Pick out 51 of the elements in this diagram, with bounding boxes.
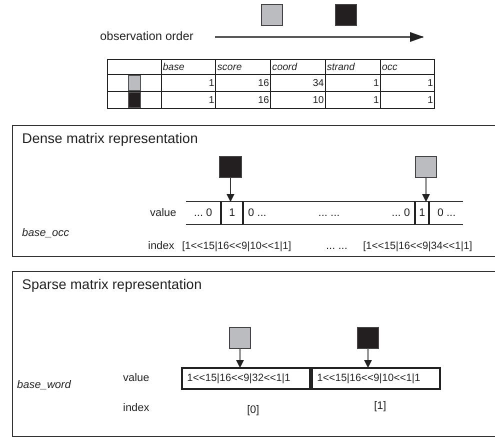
table-value: 1	[161, 74, 216, 92]
square-marker	[335, 4, 357, 26]
table-value: 16	[216, 92, 271, 108]
column-header: occ	[380, 60, 434, 74]
array-cell: 1<<15|16<<9|10<<1|1	[311, 367, 441, 390]
variable-name: base_word	[17, 379, 71, 392]
row-label: value	[150, 207, 176, 220]
arrow	[236, 348, 244, 368]
index-text: [0]	[247, 404, 260, 417]
column-header: base	[161, 60, 216, 74]
panel-title: Sparse matrix representation	[22, 276, 202, 292]
panel	[12, 271, 495, 437]
table-value: 1	[380, 74, 434, 92]
panel-title: Dense matrix representation	[22, 130, 198, 146]
row-label: value	[123, 372, 150, 385]
arrow	[364, 348, 372, 368]
array-cell: 1<<15|16<<9|32<<1|1	[181, 367, 311, 390]
square-marker	[357, 327, 379, 349]
cell-text: ... ...	[318, 207, 340, 219]
table-value: 1	[161, 92, 216, 108]
index-text: [1<<15|16<<9|10<<1|1]	[182, 240, 292, 253]
row-label: index	[148, 240, 174, 253]
arrow	[226, 178, 234, 202]
array-cell	[242, 201, 414, 225]
array-cell: 1	[220, 201, 242, 225]
cell-text: ... 0	[392, 207, 410, 219]
cell-text: 0 ...	[248, 207, 266, 219]
column-header: score	[216, 60, 271, 74]
table-value: 1	[325, 74, 380, 92]
array-cell: 0 ...	[428, 201, 463, 225]
array-cell: 1	[414, 201, 428, 225]
table-value: 1	[325, 92, 380, 108]
variable-name: base_occ	[22, 227, 70, 240]
column-header: strand	[325, 60, 380, 74]
table-value: 34	[270, 74, 326, 92]
square-marker	[229, 327, 251, 349]
square-marker	[261, 4, 283, 26]
table-value: 1	[380, 92, 434, 108]
array-cell: ... 0	[186, 201, 220, 225]
row-label: index	[123, 402, 150, 415]
square-marker	[219, 156, 242, 178]
column-header: coord	[270, 60, 326, 74]
panel	[12, 125, 495, 257]
axis-label: observation order	[100, 30, 194, 43]
table-value: 10	[270, 92, 326, 108]
ellipsis-text: ... ...	[326, 240, 348, 253]
square-marker	[415, 156, 437, 178]
table-value: 16	[216, 74, 271, 92]
index-text: [1]	[374, 400, 386, 413]
index-text: [1<<15|16<<9|34<<1|1]	[363, 240, 472, 253]
arrow	[422, 178, 430, 202]
